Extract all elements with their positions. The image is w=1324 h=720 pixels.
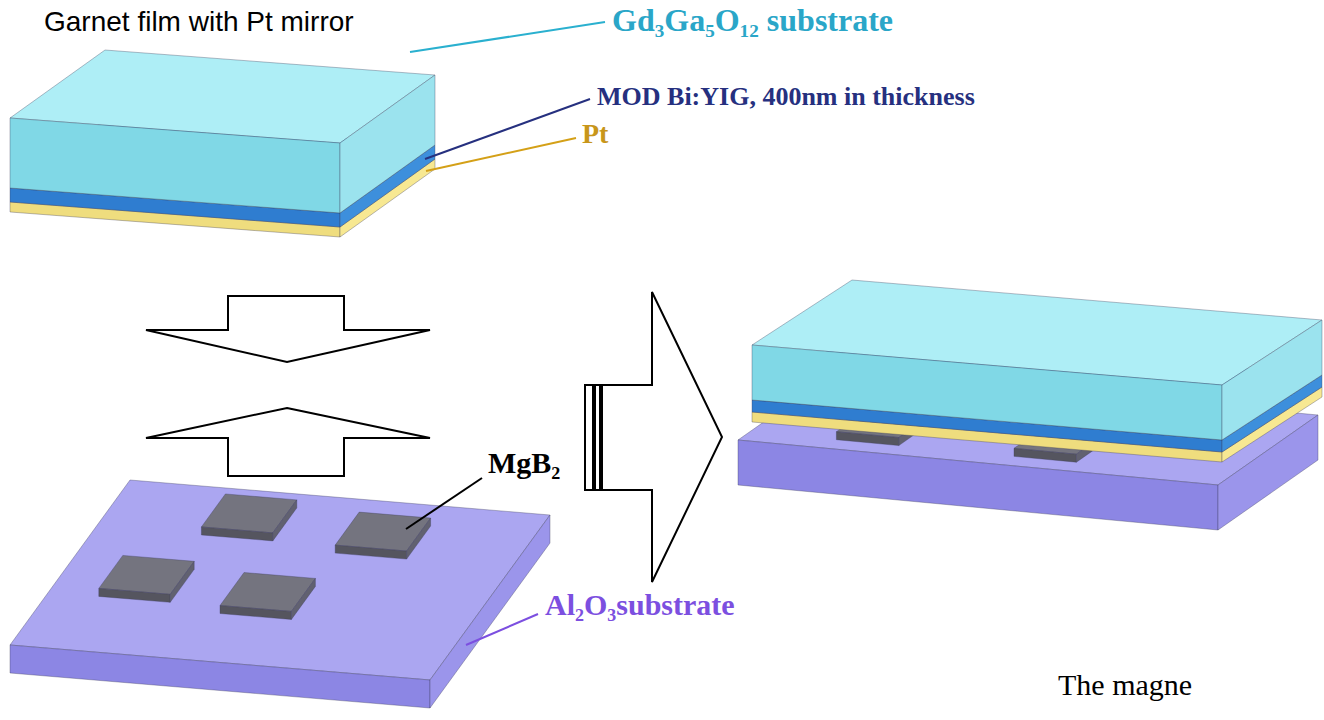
- leader-line: [410, 22, 605, 52]
- leader-lines: [406, 22, 605, 645]
- mgb2-pad-face: [170, 561, 194, 602]
- al2o3-substrate-face: [10, 645, 430, 708]
- leader-line: [406, 478, 482, 529]
- mgb2-pad: [220, 573, 315, 620]
- press-arrow-down: [146, 296, 430, 362]
- leader-line: [425, 99, 590, 159]
- ggg-substrate-face: [10, 118, 340, 213]
- mgb2-pad-face: [99, 588, 170, 602]
- result-arrow-bar: [592, 385, 596, 490]
- mgb2-pad: [201, 494, 296, 541]
- pad-label: MgB₂: [488, 446, 560, 481]
- mgb2-pad: [335, 512, 430, 559]
- mgb2-pad-face: [220, 606, 291, 620]
- body-text: The magne: [1058, 668, 1192, 703]
- mgb2-pad-face: [1014, 448, 1076, 462]
- al2o3-substrate-face: [430, 515, 550, 708]
- substrate-label: Al₂O₃substrate: [545, 588, 735, 623]
- ggg-substrate: [10, 50, 435, 213]
- layer-label: MOD Bi:YIG, 400nm in thickness: [597, 82, 975, 112]
- leader-line: [426, 138, 576, 171]
- mgb2-pad-face: [335, 545, 406, 559]
- layer-label: Pt: [582, 118, 608, 150]
- mgb2-pad-face: [273, 500, 297, 541]
- mgb2-pad-face: [201, 527, 272, 541]
- ggg-substrate-face: [340, 75, 435, 213]
- ggg-substrate-face: [1222, 320, 1322, 440]
- mgb2-pad-face: [291, 578, 315, 619]
- figure-title: Garnet film with Pt mirror: [44, 6, 354, 38]
- substrate-label: Gd₃Ga₅O₁₂ substrate: [612, 2, 893, 39]
- al2o3-substrate: [10, 480, 550, 708]
- mgb2-pad: [99, 555, 194, 602]
- ggg-substrate: [752, 280, 1322, 440]
- result-arrow: [585, 292, 722, 582]
- leader-line: [466, 614, 538, 645]
- mgb2-pad-face: [407, 518, 431, 559]
- layer-stacks: [10, 50, 1322, 708]
- ggg-substrate-face: [752, 345, 1222, 440]
- result-arrow-bar: [599, 385, 603, 490]
- process-arrows: [146, 292, 722, 582]
- press-arrow-up: [146, 408, 430, 476]
